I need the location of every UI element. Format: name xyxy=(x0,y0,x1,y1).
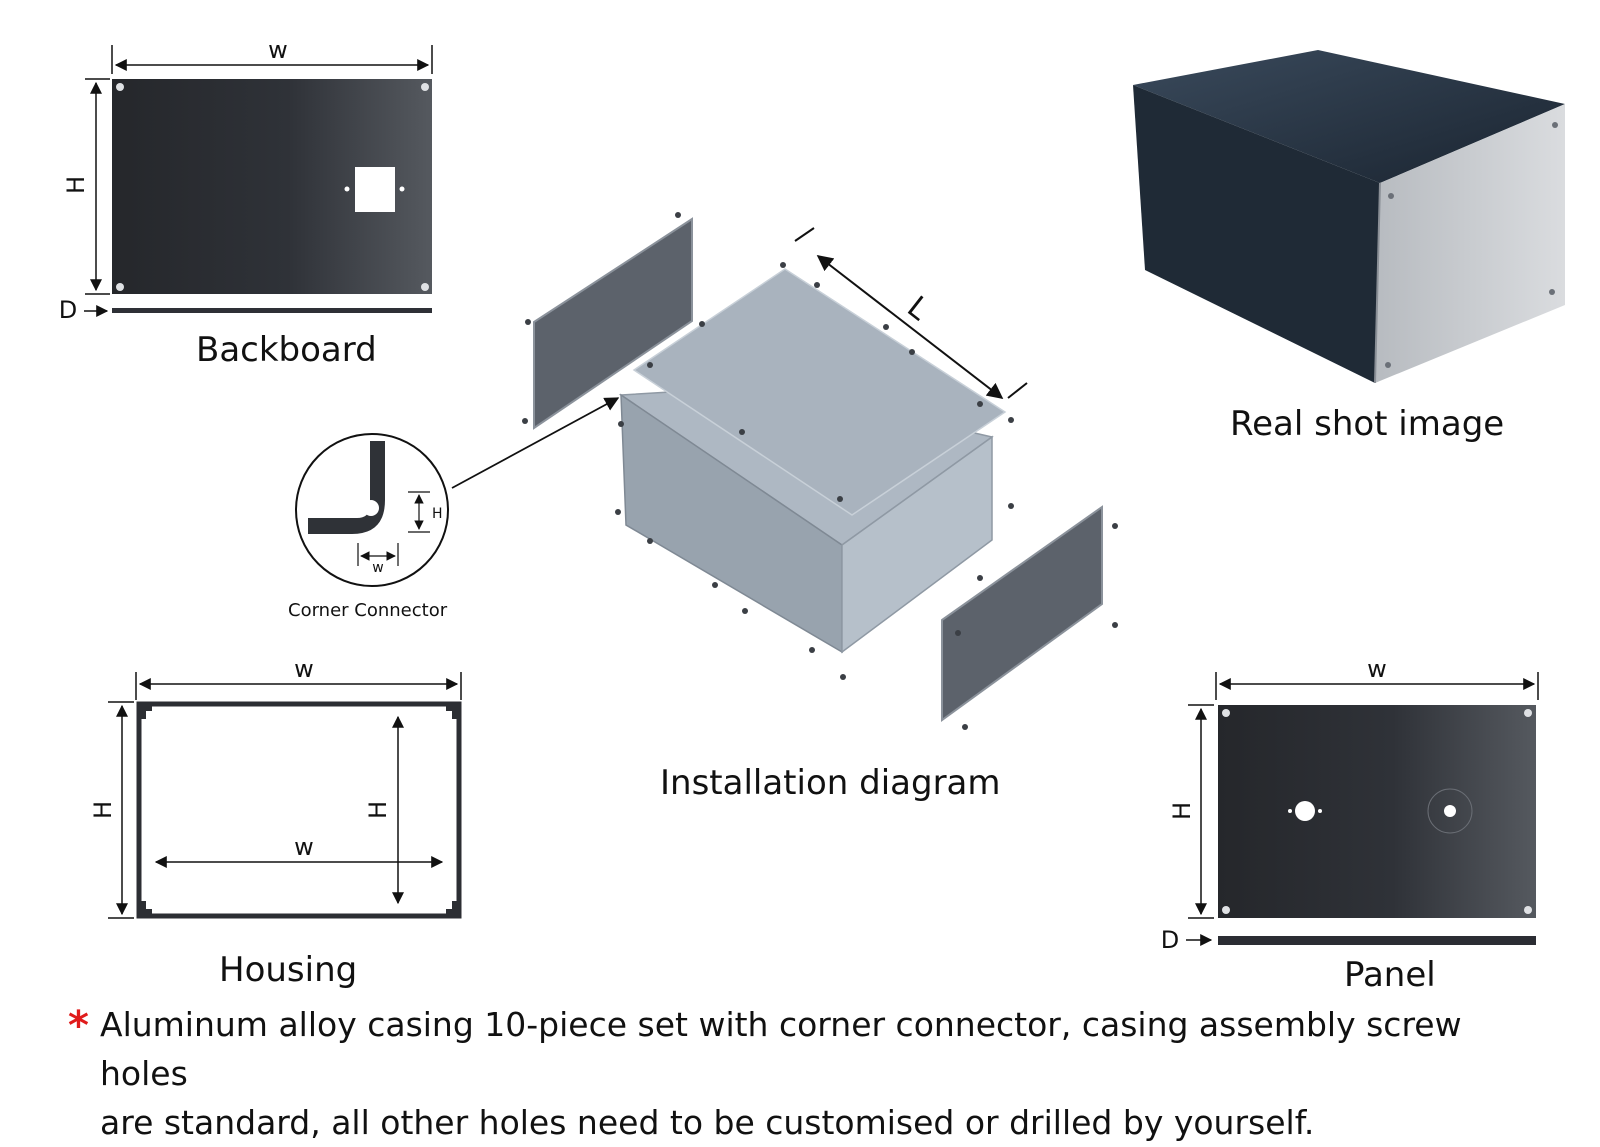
caption-panel: Panel xyxy=(1344,955,1436,995)
screw xyxy=(647,362,653,368)
screw-hole xyxy=(116,283,124,291)
housing-drawing: w H H w xyxy=(89,655,462,919)
housing-corner-left-top xyxy=(141,706,152,719)
housing-corner-right-bottom xyxy=(446,901,457,914)
real-shot-edge xyxy=(1374,182,1381,384)
screw xyxy=(809,647,815,653)
front-panel-part xyxy=(941,505,1103,722)
screw xyxy=(883,324,889,330)
panel-knob-ring xyxy=(1427,788,1473,834)
screw xyxy=(955,630,961,636)
screw xyxy=(780,262,786,268)
housing-corner-right-top xyxy=(446,706,457,719)
leader-arrow xyxy=(451,397,620,489)
screw xyxy=(525,319,531,325)
screw xyxy=(814,282,820,288)
screw xyxy=(909,349,915,355)
caption-installation: Installation diagram xyxy=(660,763,1001,803)
panel-round-hole-right xyxy=(1444,805,1456,817)
panel-drawing: w H D xyxy=(1161,655,1539,954)
screw xyxy=(840,674,846,680)
panel-round-hole-left xyxy=(1295,801,1315,821)
screw-hole xyxy=(1222,709,1230,717)
screw-set xyxy=(522,212,1118,730)
screw xyxy=(615,509,621,515)
dim-label-w: w xyxy=(1367,655,1387,683)
back-panel-part xyxy=(533,217,693,430)
caption-housing: Housing xyxy=(219,950,358,990)
dim-line xyxy=(816,255,1004,399)
housing-corner-left-bottom xyxy=(141,901,152,914)
backboard-thickness-bar xyxy=(112,308,432,313)
screw-hole xyxy=(1222,906,1230,914)
corner-connector-profile xyxy=(308,441,385,534)
dim-label-w: w xyxy=(372,560,383,576)
backboard-square-cutout xyxy=(355,167,395,212)
screw-hole xyxy=(1549,289,1555,295)
dim-label-h: H xyxy=(89,801,117,819)
dim-line xyxy=(1007,382,1028,399)
real-shot-side xyxy=(1133,85,1380,383)
dim-label-h: H xyxy=(62,176,90,194)
caption-backboard: Backboard xyxy=(196,330,377,370)
footnote-line-1: Aluminum alloy casing 10-piece set with … xyxy=(100,1005,1462,1093)
installation-diagram: L xyxy=(451,212,1118,730)
screw-hole xyxy=(1388,193,1394,199)
real-shot-front-panel xyxy=(1375,104,1565,383)
dim-label-h: H xyxy=(432,506,443,522)
dim-line xyxy=(794,227,815,242)
housing-base-part xyxy=(841,435,993,654)
screw-hole xyxy=(421,283,429,291)
screw xyxy=(1008,417,1014,423)
dim-label-h: H xyxy=(364,801,392,819)
screw-hole xyxy=(1552,122,1558,128)
backboard-cutout-hole-left xyxy=(344,186,350,192)
backboard-cutout-hole-right xyxy=(399,186,405,192)
housing-frame xyxy=(136,701,462,919)
screw-hole xyxy=(116,83,124,91)
screw xyxy=(647,538,653,544)
dim-label-h: H xyxy=(1168,802,1196,820)
screw xyxy=(742,608,748,614)
screw xyxy=(1112,523,1118,529)
screw xyxy=(699,321,705,327)
backboard-drawing: w H D xyxy=(59,36,433,324)
screw xyxy=(837,496,843,502)
panel-hole-pin xyxy=(1288,809,1292,813)
footnote-text: Aluminum alloy casing 10-piece set with … xyxy=(100,1000,1540,1147)
dim-label-l: L xyxy=(900,290,935,328)
dim-label-d: D xyxy=(1161,926,1179,954)
screw xyxy=(618,421,624,427)
screw-hole xyxy=(1524,709,1532,717)
screw-hole xyxy=(1524,906,1532,914)
screw xyxy=(675,212,681,218)
footnote-asterisk: * xyxy=(68,1003,89,1049)
screw xyxy=(977,575,983,581)
screw-hole xyxy=(1385,362,1391,368)
screw xyxy=(1112,622,1118,628)
dim-label-w: w xyxy=(294,833,314,861)
panel-thickness-bar xyxy=(1218,936,1536,945)
caption-real-shot: Real shot image xyxy=(1230,404,1505,444)
screw-hole xyxy=(421,83,429,91)
dim-label-w: w xyxy=(294,655,314,683)
real-shot-top xyxy=(1133,50,1565,183)
screw xyxy=(977,401,983,407)
panel-hole-pin xyxy=(1318,809,1322,813)
screw xyxy=(962,724,968,730)
dim-label-w: w xyxy=(268,36,288,64)
real-shot-photo xyxy=(1133,50,1565,384)
panel-plate xyxy=(1218,705,1536,918)
screw xyxy=(1008,503,1014,509)
screw xyxy=(739,429,745,435)
screw xyxy=(522,418,528,424)
footnote-line-2: are standard, all other holes need to be… xyxy=(100,1103,1315,1142)
corner-connector-hole xyxy=(363,500,379,516)
dim-label-d: D xyxy=(59,296,77,324)
screw xyxy=(712,582,718,588)
caption-corner-connector: Corner Connector xyxy=(288,600,448,621)
corner-connector-detail: H w xyxy=(295,433,449,587)
